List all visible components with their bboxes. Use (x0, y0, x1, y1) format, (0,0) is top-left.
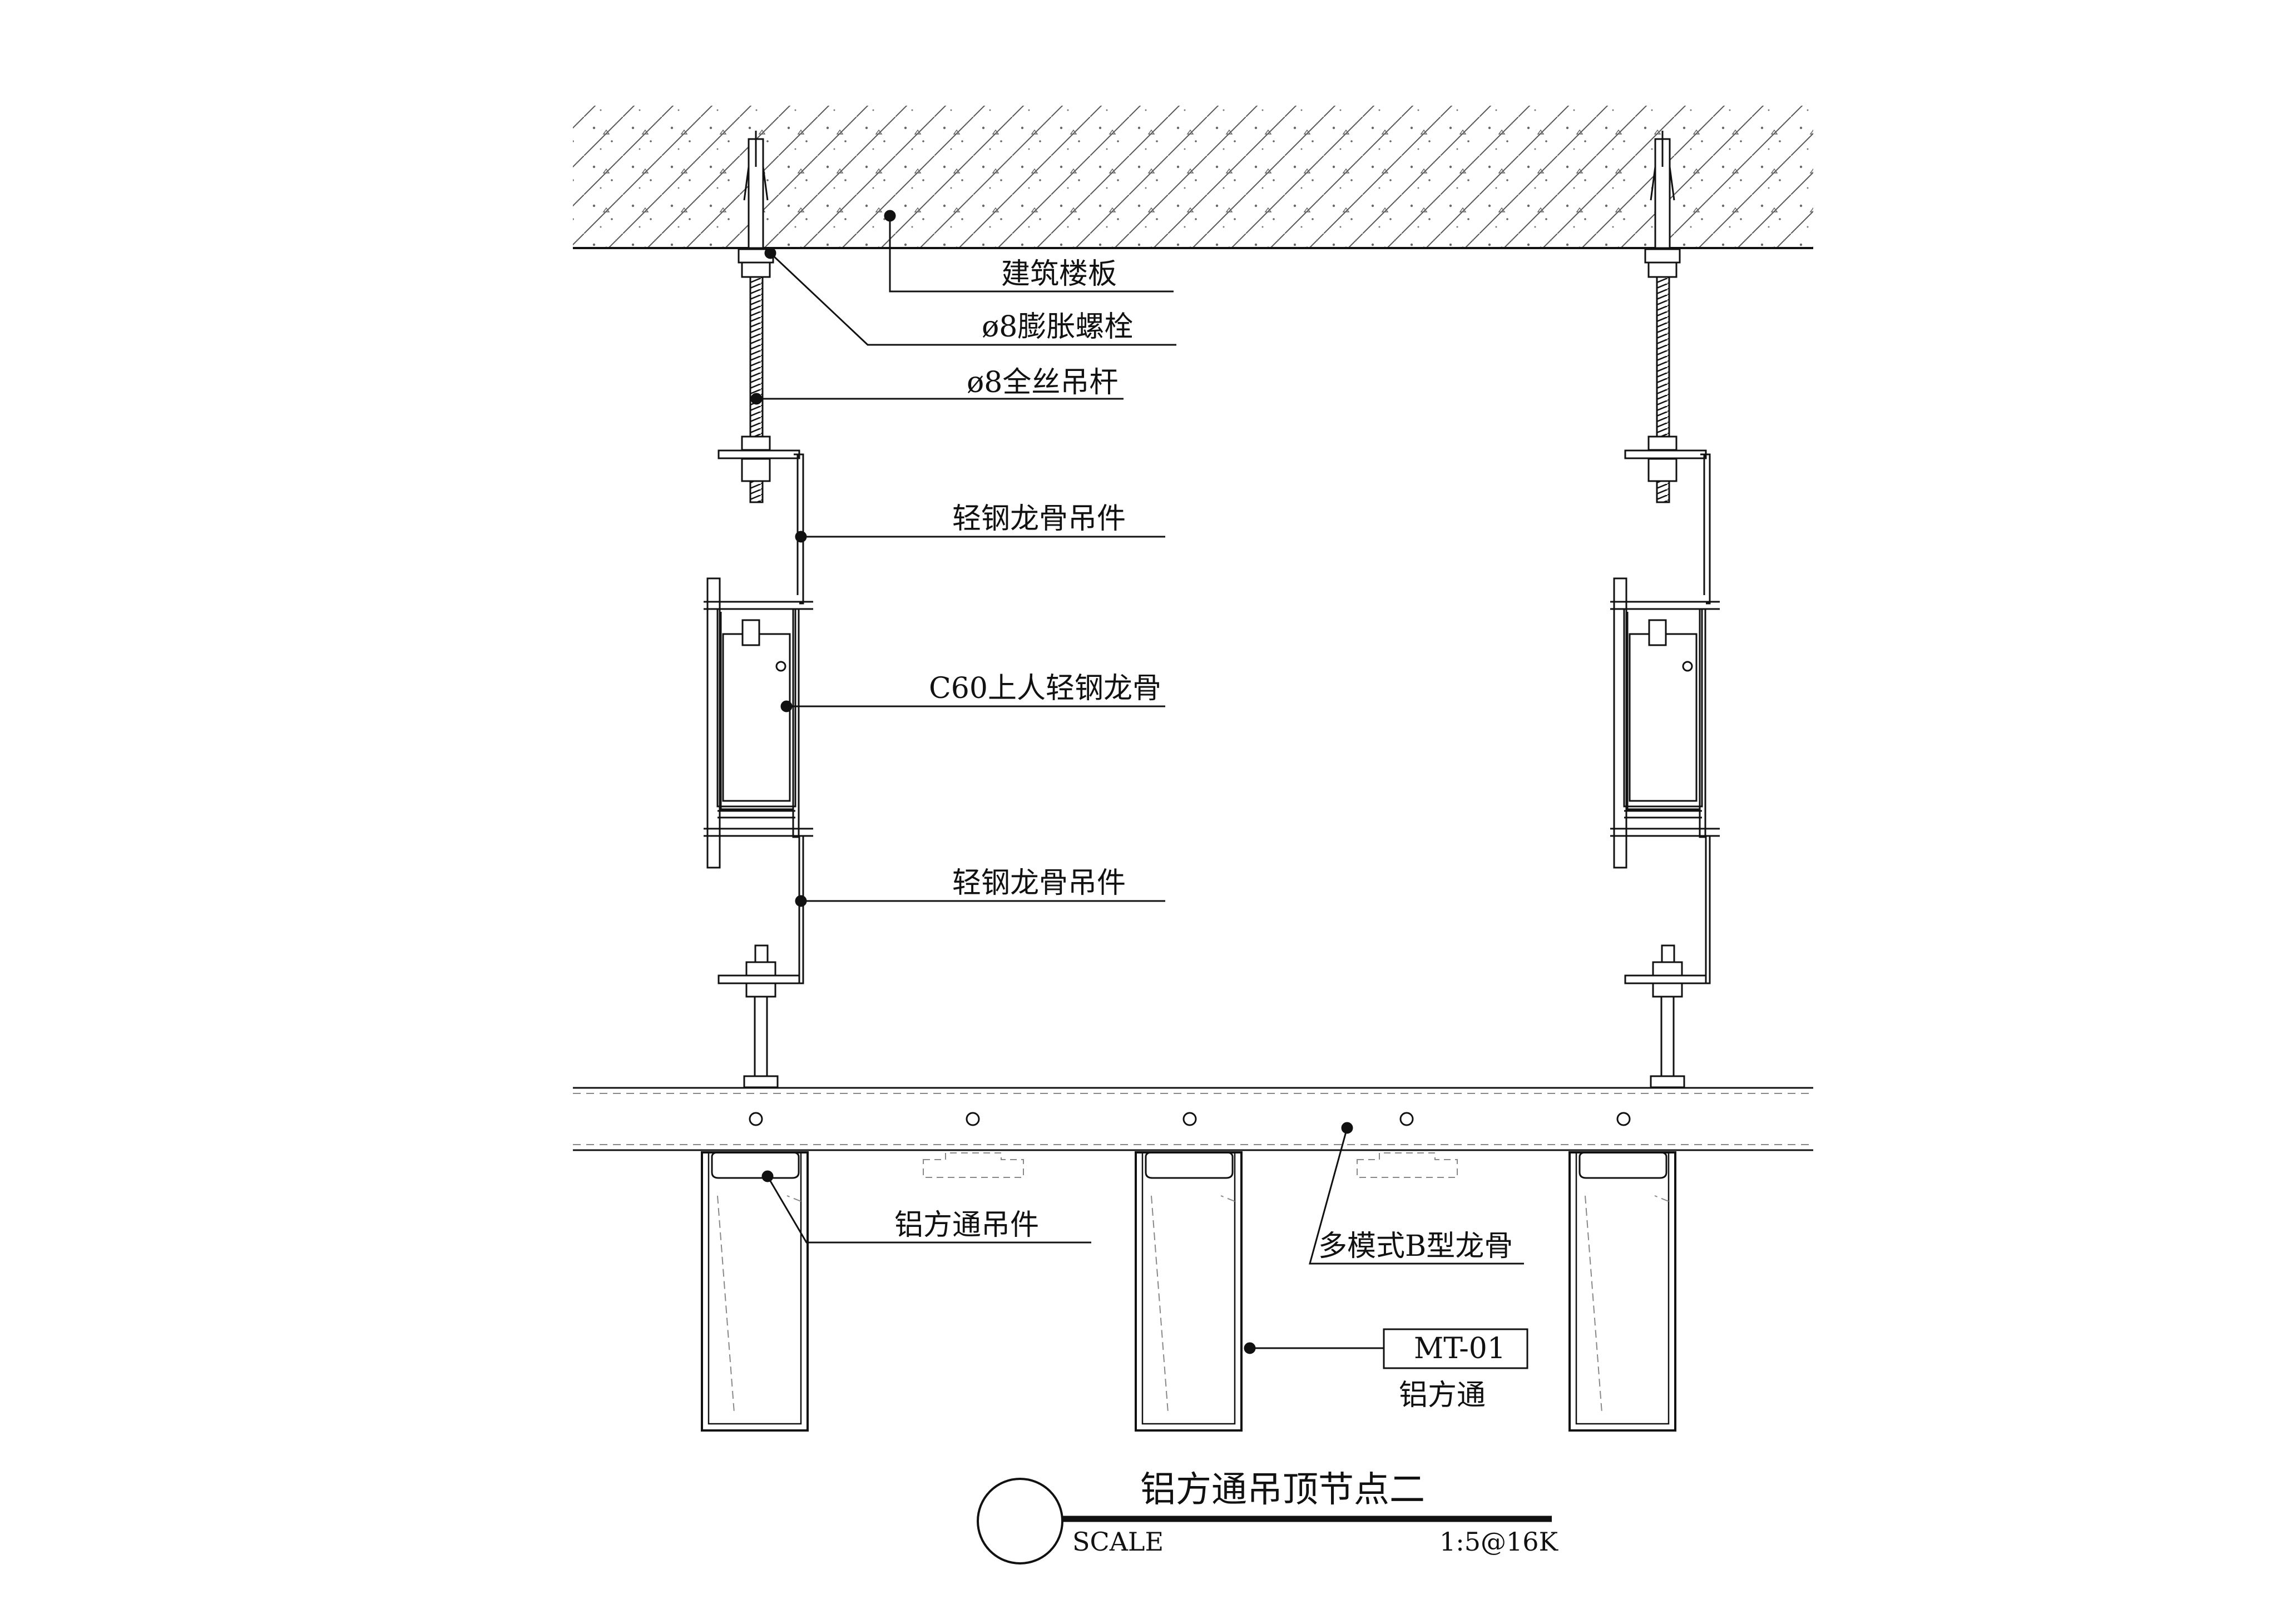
aluminum-baffle-right (1568, 1151, 1676, 1432)
b-type-keel (573, 1087, 1813, 1151)
drawing-title: 铝方通吊顶节点二 (1140, 1469, 1425, 1511)
concrete-slab (573, 106, 1813, 249)
label-c60-channel: C60上人轻钢龙骨 (929, 672, 1161, 705)
label-hanger-upper: 轻钢龙骨吊件 (952, 502, 1126, 536)
label-baffle-hanger: 铝方通吊件 (894, 1209, 1039, 1242)
material-tag-box (1383, 1328, 1528, 1369)
left-hanger-assembly (704, 131, 813, 1088)
label-expansion-bolt: ø8膨胀螺栓 (982, 310, 1133, 344)
label-material-name: 铝方通 (1399, 1379, 1486, 1412)
label-b-keel: 多模式B型龙骨 (1318, 1230, 1513, 1263)
label-hanger-lower: 轻钢龙骨吊件 (952, 867, 1126, 900)
label-material-tag: MT-01 (1414, 1332, 1506, 1365)
ghost-baffle-hangers (923, 1152, 1458, 1178)
label-threaded-rod: ø8全丝吊杆 (967, 366, 1118, 399)
scale-value: 1:5@16K (1439, 1527, 1559, 1557)
aluminum-baffle-center (1135, 1151, 1243, 1432)
aluminum-baffle-left (701, 1151, 809, 1432)
scale-label: SCALE (1072, 1527, 1164, 1557)
right-hanger-assembly (1610, 131, 1720, 1088)
title-block: 铝方通吊顶节点二 SCALE 1:5@16K (977, 1469, 1559, 1564)
leader-lines (750, 210, 1524, 1354)
label-floor-slab: 建筑楼板 (1001, 258, 1117, 291)
